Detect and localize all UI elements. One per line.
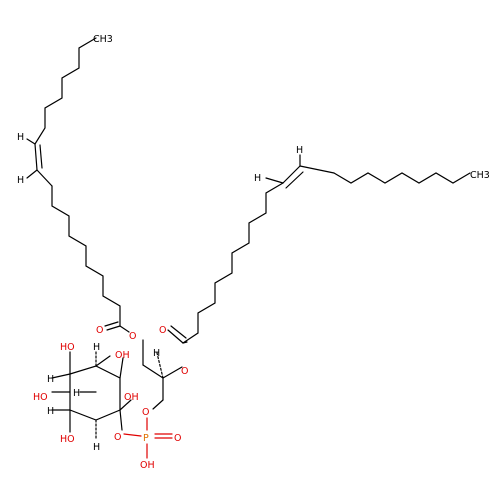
phosphate-group	[123, 417, 173, 459]
oh-5-label: HO	[60, 434, 75, 445]
o-carbonyl-left-label: O	[96, 325, 103, 336]
oh-3-label: HO	[33, 392, 48, 403]
inositol-ring	[51, 351, 132, 441]
h-left-lower-label: H	[17, 175, 24, 186]
h-left-upper-label: H	[17, 132, 24, 143]
atom-labels: CH3 CH3 H H H H O O O O O O P O OH HO OH…	[17, 34, 490, 471]
ch3-top-label: CH3	[93, 34, 113, 45]
oh-1-label: HO	[60, 342, 75, 353]
h-glycerol-label: H	[153, 348, 160, 359]
oh-phosphate-label: OH	[140, 460, 155, 471]
h-right-lower-label: H	[254, 173, 261, 184]
h-ring-1-label: H	[93, 342, 100, 353]
glycerol-backbone	[104, 321, 188, 410]
oh-2-label: OH	[115, 350, 130, 361]
ch3-right-label: CH3	[470, 170, 490, 181]
o-phosphate-double-label: O	[174, 433, 181, 444]
p-phosphate-label: P	[143, 433, 149, 444]
o-ester-left-label: O	[129, 331, 136, 342]
o-carbonyl-right-label: O	[159, 325, 166, 336]
h-ring-5-label: H	[93, 442, 100, 453]
left-acyl-chain	[26, 37, 121, 327]
h-ring-4-label: H	[47, 406, 54, 417]
h-ring-3-label: H	[73, 388, 80, 399]
oh-4-label: OH	[124, 392, 139, 403]
o-ring-phosphate-label: O	[114, 432, 121, 443]
h-ring-2-label: H	[47, 374, 54, 385]
o-glycerol-phosphate-label: O	[142, 407, 149, 418]
right-acyl-chain	[182, 154, 471, 344]
h-right-upper-label: H	[296, 145, 303, 156]
o-ester-right-label: O	[181, 366, 188, 377]
